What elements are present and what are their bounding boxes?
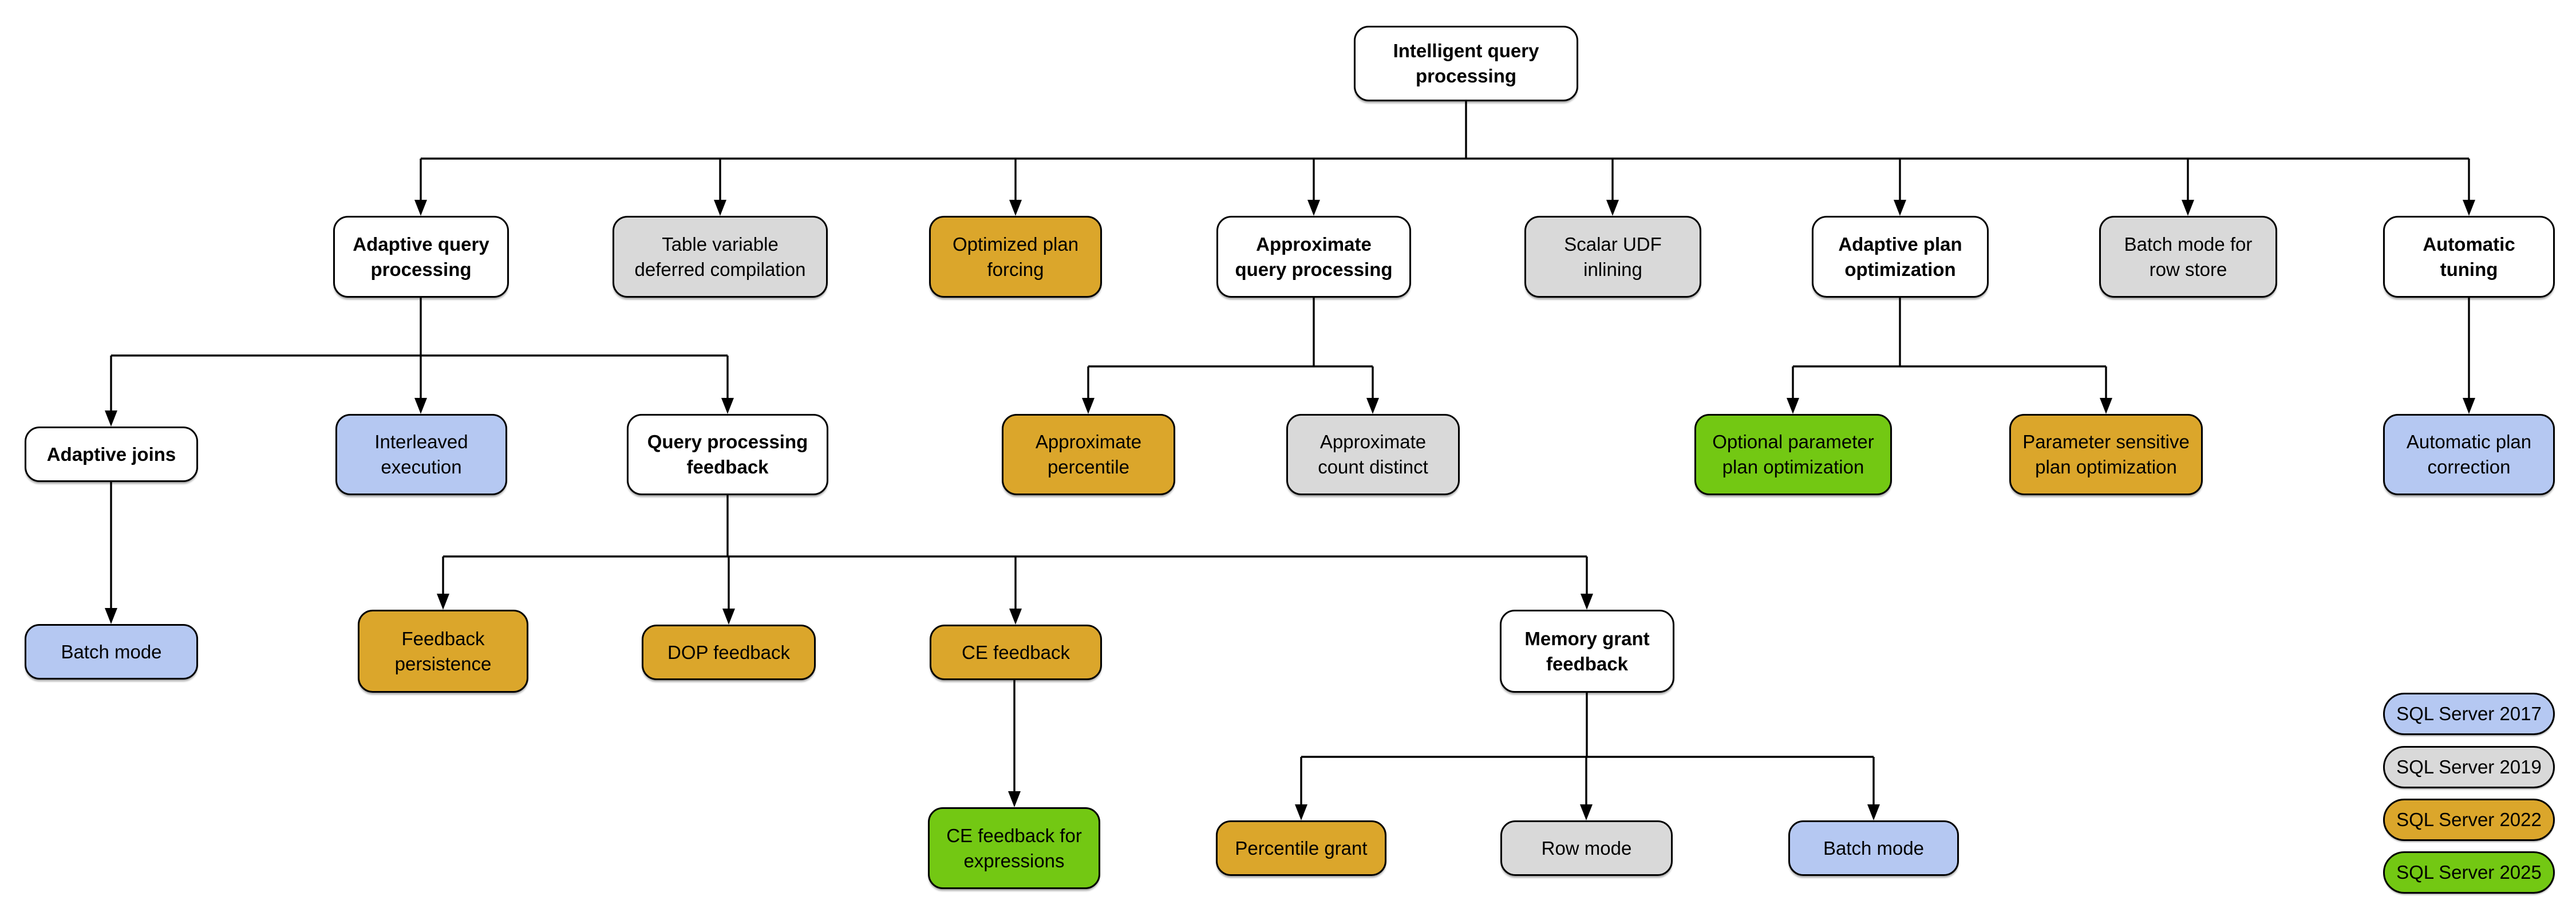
- node-approximate-count-distinct: Approximate count distinct: [1286, 414, 1460, 495]
- node-interleaved-execution: Interleaved execution: [335, 414, 507, 495]
- node-ce-feedback-for-expressions: CE feedback for expressions: [928, 807, 1100, 889]
- node-approximate-query-processing: Approximate query processing: [1216, 216, 1411, 298]
- node-batch-mode-adaptive-joins: Batch mode: [25, 624, 198, 680]
- node-automatic-plan-correction: Automatic plan correction: [2383, 414, 2555, 495]
- node-ce-feedback: CE feedback: [930, 625, 1102, 680]
- legend-item-sql-server-2025: SQL Server 2025: [2383, 851, 2555, 894]
- node-optimized-plan-forcing: Optimized plan forcing: [929, 216, 1102, 298]
- node-percentile-grant: Percentile grant: [1216, 820, 1386, 876]
- node-intelligent-query-processing: Intelligent query processing: [1354, 26, 1578, 101]
- legend-item-sql-server-2022: SQL Server 2022: [2383, 799, 2555, 841]
- node-row-mode: Row mode: [1500, 820, 1673, 876]
- node-table-variable-deferred-compilation: Table variable deferred compilation: [613, 216, 828, 298]
- node-memory-grant-feedback: Memory grant feedback: [1500, 610, 1674, 693]
- node-optional-parameter-plan-optimization: Optional parameter plan optimization: [1694, 414, 1892, 495]
- node-adaptive-joins: Adaptive joins: [25, 427, 198, 482]
- node-dop-feedback: DOP feedback: [642, 625, 816, 680]
- node-scalar-udf-inlining: Scalar UDF inlining: [1524, 216, 1701, 298]
- node-query-processing-feedback: Query processing feedback: [627, 414, 828, 495]
- node-feedback-persistence: Feedback persistence: [358, 610, 528, 693]
- node-batch-mode-memory-grant: Batch mode: [1788, 820, 1959, 876]
- node-adaptive-query-processing: Adaptive query processing: [333, 216, 509, 298]
- node-adaptive-plan-optimization: Adaptive plan optimization: [1812, 216, 1989, 298]
- node-automatic-tuning: Automatic tuning: [2383, 216, 2555, 298]
- node-batch-mode-for-row-store: Batch mode for row store: [2099, 216, 2277, 298]
- node-approximate-percentile: Approximate percentile: [1002, 414, 1175, 495]
- legend-item-sql-server-2019: SQL Server 2019: [2383, 746, 2555, 788]
- legend-item-sql-server-2017: SQL Server 2017: [2383, 693, 2555, 735]
- node-parameter-sensitive-plan-optimization: Parameter sensitive plan optimization: [2009, 414, 2203, 495]
